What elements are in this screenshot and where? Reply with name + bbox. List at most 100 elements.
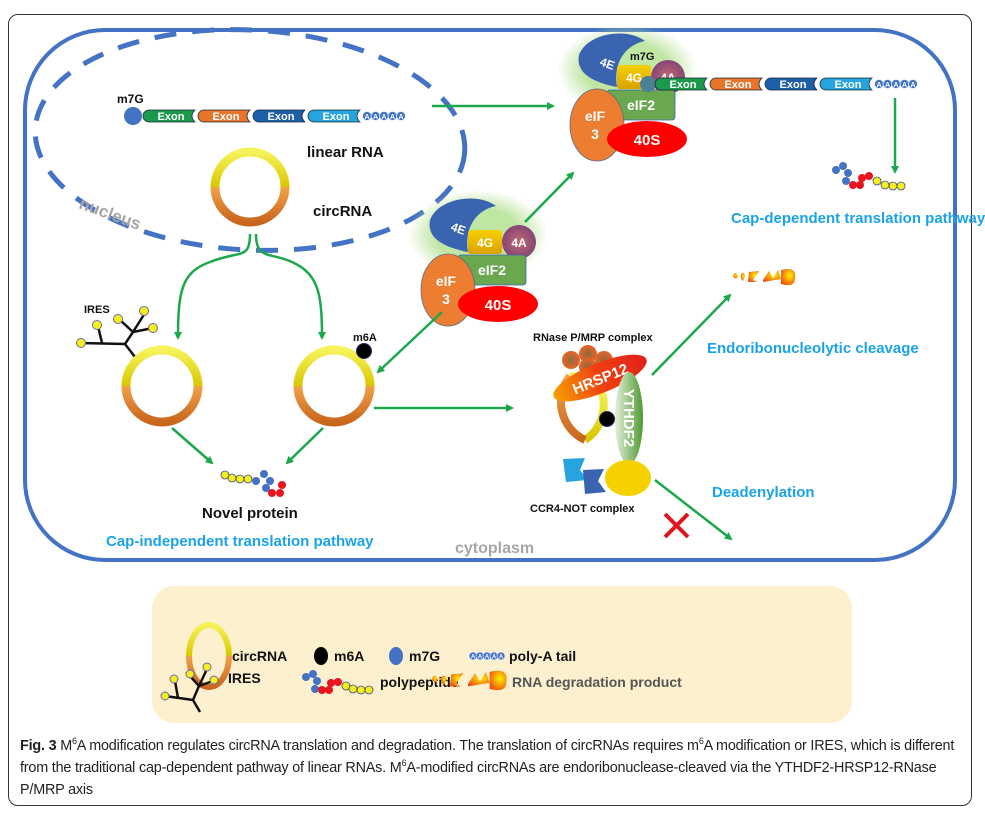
ccr4-subunit-icon [563, 458, 588, 482]
svg-text:A: A [893, 82, 898, 89]
svg-text:A: A [390, 114, 395, 121]
ccr4-complex-label: CCR4-NOT complex [530, 503, 635, 515]
inhibit-x-icon [663, 512, 690, 539]
svg-text:Exon: Exon [780, 79, 807, 91]
svg-text:Exon: Exon [323, 111, 350, 123]
svg-text:m7G: m7G [409, 648, 440, 664]
deadenylation-label: Deadenylation [712, 484, 815, 501]
svg-text:circRNA: circRNA [232, 648, 287, 664]
svg-text:Exon: Exon [835, 79, 862, 91]
svg-text:4G: 4G [477, 236, 493, 250]
ythdf2-label: YTHDF2 [620, 389, 637, 447]
svg-text:A: A [485, 655, 490, 661]
svg-text:A: A [492, 655, 497, 661]
figure-number: Fig. 3 [20, 738, 57, 754]
exon-segment: Exon [654, 77, 708, 91]
cap-dependent-polypeptide [832, 162, 906, 191]
arrow-to-m6a-circ [254, 233, 326, 340]
ribosome-40s-icon [607, 121, 687, 157]
m7g-label-right: m7G [630, 51, 654, 63]
svg-text:A: A [471, 655, 476, 661]
m6a-label: m6A [353, 332, 377, 344]
ribosome-40s-icon [458, 286, 538, 322]
svg-text:A: A [373, 114, 378, 121]
svg-text:eIF2: eIF2 [627, 97, 655, 113]
arrow-complex-to-cap [524, 171, 575, 223]
svg-text:polypeptide: polypeptide [380, 674, 459, 690]
hrsp12-icon [553, 354, 647, 402]
factor-4e-icon [578, 33, 645, 87]
legend-item-circrna: circRNA [186, 622, 287, 690]
arrow-complex-to-m6a-circ [376, 311, 443, 374]
svg-text:m6A: m6A [334, 648, 364, 664]
svg-text:eIF: eIF [436, 273, 457, 289]
arrow-to-ires-circ [174, 233, 252, 340]
svg-text:Exon: Exon [213, 111, 240, 123]
svg-text:RNA degradation product: RNA degradation product [512, 674, 682, 690]
svg-text:A: A [876, 82, 881, 89]
svg-text:A: A [478, 655, 483, 661]
arrow-m6a-to-protein [285, 427, 324, 465]
cap-dependent-label: Cap-dependent translation pathway [731, 210, 985, 227]
circrna-nucleus: circRNA [210, 147, 372, 227]
svg-text:40S: 40S [634, 132, 661, 149]
not-subunit-icon [583, 469, 606, 494]
exon-segment: Exon [709, 77, 763, 91]
svg-text:eIF: eIF [585, 108, 606, 124]
svg-text:A: A [381, 114, 386, 121]
arrow-deadenylation [654, 479, 733, 541]
exon-segment: Exon [819, 77, 873, 91]
cell-membrane [23, 28, 957, 562]
m6a-mark-icon [356, 343, 372, 359]
svg-text:4G: 4G [626, 71, 642, 85]
svg-text:4E: 4E [449, 220, 468, 238]
degradation-complex: RNase P/MRP complex HRSP12 YTHDF2 CCR4-N… [530, 332, 654, 515]
svg-text:Exon: Exon [725, 79, 752, 91]
svg-text:A: A [499, 655, 504, 661]
m7g-cap-icon-right [640, 76, 656, 92]
caption-text: A modification regulates circRNA transla… [76, 738, 699, 754]
caption-text: A-modified circRNAs are endoribonuclease… [20, 760, 937, 798]
novel-protein-label: Novel protein [202, 505, 298, 522]
nucleus-envelope [32, 27, 468, 253]
cytoplasm-label: cytoplasm [455, 540, 534, 557]
svg-text:IRES: IRES [228, 670, 261, 686]
rna-degradation-product-icon [733, 269, 796, 286]
exon-segment: Exon [142, 109, 196, 123]
ythdf2-icon [615, 372, 643, 464]
svg-text:A: A [364, 114, 369, 121]
svg-text:A: A [902, 82, 907, 89]
svg-text:eIF2: eIF2 [478, 262, 506, 278]
m6a-mark-degradation-icon [599, 411, 615, 427]
legend-item-polypeptide: polypeptide [302, 670, 459, 695]
exon-segment: Exon [252, 109, 306, 123]
svg-text:poly-A tail: poly-A tail [509, 648, 576, 664]
ires-circrna: IRES [76, 304, 203, 427]
legend-item-m7g: m7G [389, 647, 440, 665]
exon-segment: Exon [764, 77, 818, 91]
exon-segment: Exon [307, 109, 361, 123]
m7g-cap-icon [124, 107, 142, 125]
legend-item-degradation: RNA degradation product [432, 670, 682, 691]
cap-independent-label: Cap-independent translation pathway [106, 533, 374, 550]
figure-caption: Fig. 3 M6A modification regulates circRN… [20, 735, 970, 801]
circrna-label: circRNA [313, 203, 372, 220]
factor-4g-icon [468, 230, 502, 254]
caption-superscript: 6 [401, 758, 407, 769]
arrow-ires-to-protein [171, 427, 214, 465]
svg-text:A: A [398, 114, 403, 121]
m7g-label: m7G [117, 92, 144, 106]
svg-text:3: 3 [442, 291, 450, 307]
svg-text:3: 3 [591, 126, 599, 142]
ccr4-core-icon [605, 460, 651, 496]
svg-text:4E: 4E [598, 55, 617, 73]
svg-text:Exon: Exon [268, 111, 295, 123]
svg-text:Exon: Exon [158, 111, 185, 123]
